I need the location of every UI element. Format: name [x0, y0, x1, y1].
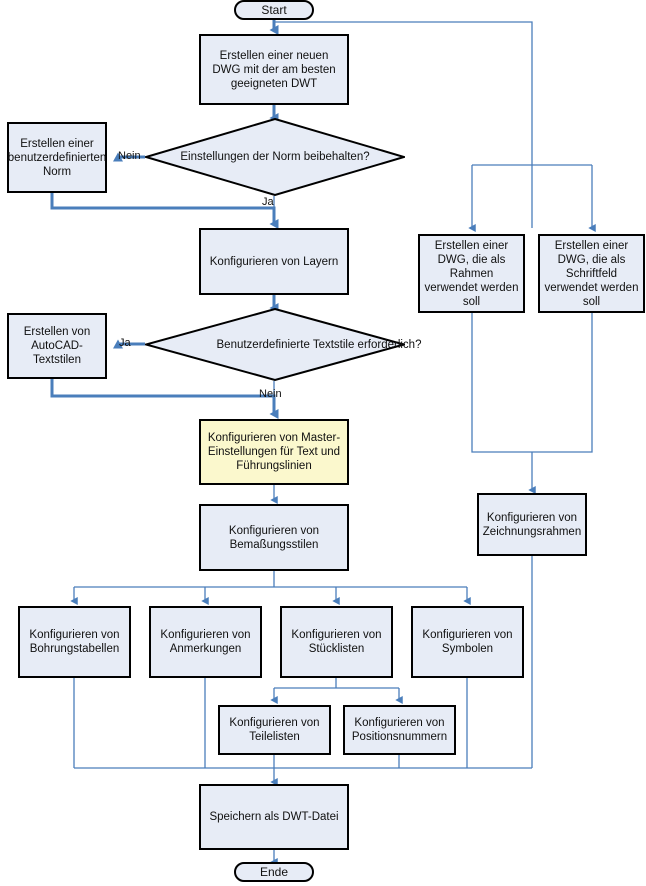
node-create-dwg[interactable]: Erstellen einer neuen DWG mit der am bes… — [199, 34, 349, 105]
node-parts-lists-label: Konfigurieren von Teilelisten — [229, 717, 320, 743]
node-keep-standard-label: Einstellungen der Norm beibehalten? — [180, 151, 370, 163]
node-save-dwt-label: Speichern als DWT-Datei — [209, 811, 339, 823]
edge-label-standard-nein: Nein — [118, 150, 141, 162]
node-start-label: Start — [261, 3, 287, 17]
node-config-layers-label: Konfigurieren von Layern — [209, 255, 339, 268]
keep-standard-shape — [142, 117, 408, 197]
node-config-layers[interactable]: Konfigurieren von Layern — [199, 228, 349, 295]
node-save-dwt[interactable]: Speichern als DWT-Datei — [199, 784, 349, 850]
node-title-block-dwg-label: Erstellen einer DWG, die als Schriftfeld… — [544, 239, 639, 308]
edge-label-standard-ja: Ja — [262, 196, 274, 208]
node-bom-label: Konfigurieren von Stücklisten — [291, 629, 382, 655]
node-parts-lists[interactable]: Konfigurieren von Teilelisten — [218, 705, 331, 755]
node-annotations-label: Konfigurieren von Anmerkungen — [160, 629, 251, 655]
node-frame-dwg[interactable]: Erstellen einer DWG, die als Rahmen verw… — [418, 234, 525, 313]
node-drawing-frames-label: Konfigurieren von Zeichnungsrahmen — [482, 511, 582, 538]
edge-label-textstyles-ja: Ja — [119, 337, 131, 349]
node-balloons[interactable]: Konfigurieren von Positionsnummern — [343, 705, 456, 755]
node-symbols-label: Konfigurieren von Symbolen — [422, 629, 513, 655]
node-balloons-label: Konfigurieren von Positionsnummern — [351, 717, 448, 743]
node-create-autocad-textstyles[interactable]: Erstellen von AutoCAD-Textstilen — [7, 313, 107, 379]
node-custom-textstyles-label: Benutzerdefinierte Textstile erforderlic… — [216, 338, 422, 351]
node-create-dwg-label: Erstellen einer neuen DWG mit der am bes… — [212, 49, 336, 90]
node-title-block-dwg[interactable]: Erstellen einer DWG, die als Schriftfeld… — [538, 234, 645, 313]
node-symbols[interactable]: Konfigurieren von Symbolen — [411, 606, 524, 678]
node-custom-standard[interactable]: Erstellen einer benutzerdefinierten Norm — [7, 122, 107, 193]
node-create-autocad-textstyles-label: Erstellen von AutoCAD-Textstilen — [23, 326, 91, 366]
node-master-settings[interactable]: Konfigurieren von Master-Einstellungen f… — [199, 419, 349, 485]
node-start[interactable]: Start — [234, 0, 314, 20]
node-master-settings-label: Konfigurieren von Master-Einstellungen f… — [207, 432, 341, 472]
node-dimension-styles[interactable]: Konfigurieren von Bemaßungsstilen — [199, 504, 349, 571]
node-drawing-frames[interactable]: Konfigurieren von Zeichnungsrahmen — [477, 493, 587, 556]
custom-textstyles-shape — [142, 307, 408, 382]
node-hole-tables[interactable]: Konfigurieren von Bohrungstabellen — [18, 606, 131, 678]
node-annotations[interactable]: Konfigurieren von Anmerkungen — [149, 606, 262, 678]
node-end-label: Ende — [259, 865, 289, 879]
edge-label-textstyles-nein: Nein — [259, 388, 282, 400]
node-keep-standard[interactable]: Einstellungen der Norm beibehalten? — [142, 117, 408, 197]
node-custom-standard-label: Erstellen einer benutzerdefinierten Norm — [7, 137, 107, 178]
node-end[interactable]: Ende — [234, 862, 314, 882]
node-hole-tables-label: Konfigurieren von Bohrungstabellen — [29, 629, 120, 655]
node-frame-dwg-label: Erstellen einer DWG, die als Rahmen verw… — [424, 239, 519, 308]
node-custom-textstyles[interactable]: Benutzerdefinierte Textstile erforderlic… — [142, 307, 421, 382]
node-dimension-styles-label: Konfigurieren von Bemaßungsstilen — [228, 524, 320, 551]
node-bom[interactable]: Konfigurieren von Stücklisten — [280, 606, 393, 678]
